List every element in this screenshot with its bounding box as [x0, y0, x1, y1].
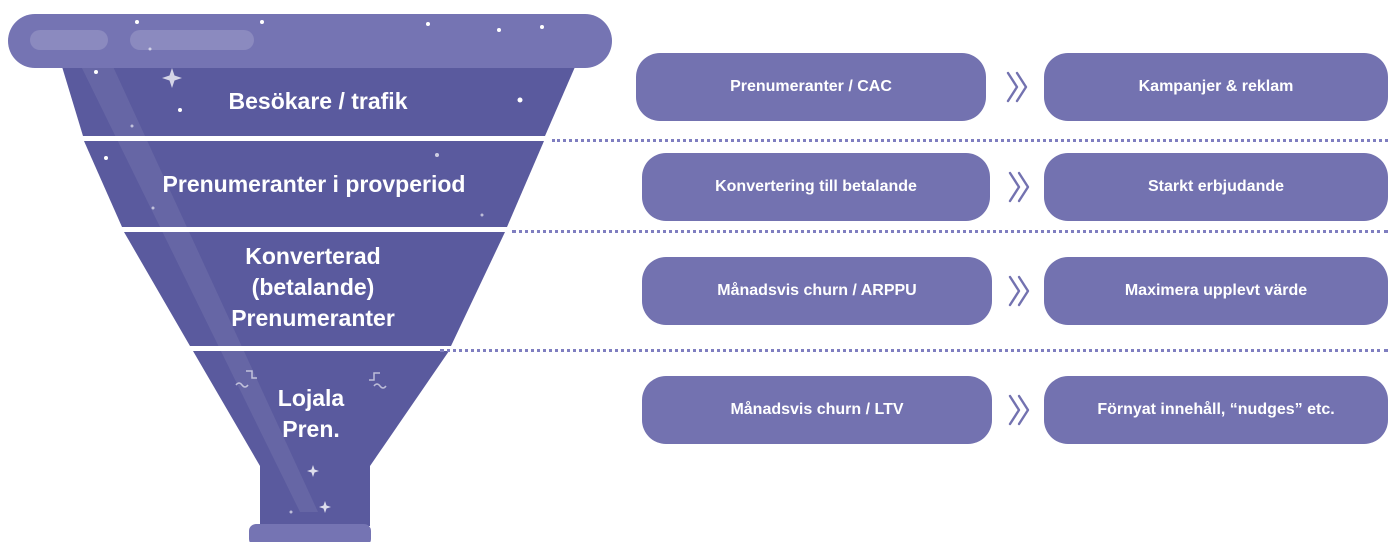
double-chevron-right-icon	[1008, 171, 1030, 203]
funnel-stage-label-3: Konverterad(betalande)Prenumeranter	[231, 243, 395, 331]
double-chevron-right-icon	[1006, 71, 1028, 103]
funnel-stage-3	[124, 232, 505, 346]
funnel-highlight	[78, 60, 318, 512]
funnel-stage-1	[60, 60, 578, 136]
funnel-spout-base	[249, 524, 371, 542]
rim-highlight-2	[130, 30, 254, 50]
divider-2	[512, 230, 1388, 233]
funnel-graphic	[8, 14, 612, 542]
funnel-body	[60, 60, 578, 542]
double-chevron-right-icon	[1008, 275, 1030, 307]
sparkle-decorations	[94, 20, 544, 514]
double-chevron-right-icon	[1008, 394, 1030, 426]
funnel-spout	[260, 462, 370, 526]
divider-3	[440, 349, 1388, 352]
metric-pill-1: Prenumeranter / CAC	[636, 53, 986, 121]
rim-highlight-1	[30, 30, 108, 50]
action-pill-4: Förnyat innehåll, “nudges” etc.	[1044, 376, 1388, 444]
action-pill-1: Kampanjer & reklam	[1044, 53, 1388, 121]
divider-1	[552, 139, 1388, 142]
metric-pill-2: Konvertering till betalande	[642, 153, 990, 221]
funnel-rim	[8, 14, 612, 68]
action-pill-3: Maximera upplevt värde	[1044, 257, 1388, 325]
squiggle-decorations	[235, 370, 387, 389]
funnel-stage-4	[193, 351, 449, 466]
metric-pill-4: Månadsvis churn / LTV	[642, 376, 992, 444]
funnel-stage-label-1: Besökare / trafik	[228, 88, 408, 114]
funnel-stage-2	[84, 141, 544, 227]
metric-pill-3: Månadsvis churn / ARPPU	[642, 257, 992, 325]
action-pill-2: Starkt erbjudande	[1044, 153, 1388, 221]
funnel-stage-label-2: Prenumeranter i provperiod	[162, 171, 466, 197]
